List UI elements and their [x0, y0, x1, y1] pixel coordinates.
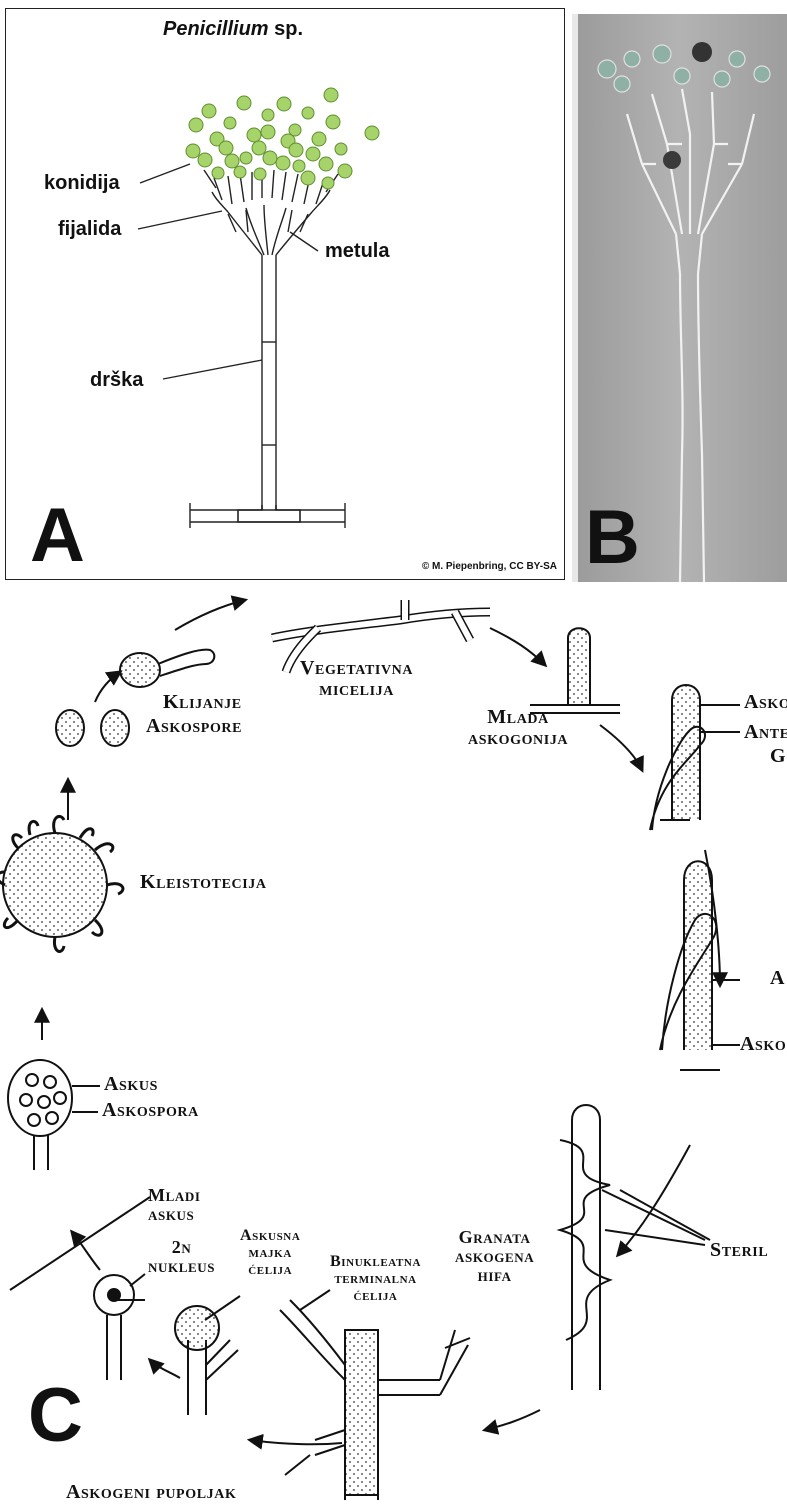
label-mlada: Mlada — [468, 707, 568, 728]
label-a-right: A — [770, 968, 785, 989]
label-askusna: Askusna — [240, 1228, 300, 1245]
label-vegetativna-line2: micelija — [300, 679, 413, 700]
label-nukleus: nukleus — [148, 1257, 215, 1276]
label-askogena: askogena — [455, 1247, 534, 1266]
label-hifa: hifa — [455, 1266, 534, 1285]
label-askospora: Askospora — [102, 1100, 199, 1121]
label-granata-askogena-hifa: Granata askogena hifa — [455, 1228, 534, 1285]
label-majka: majka — [240, 1245, 300, 1262]
label-terminalna: terminalna — [330, 1271, 421, 1288]
panel-c-letter: C — [28, 1378, 83, 1454]
label-binukleatna-terminalna-celija: Binukleatna terminalna ćelija — [330, 1254, 421, 1304]
label-ante: Ante — [744, 722, 787, 743]
label-mlada-askogonija: Mlada askogonija — [468, 707, 568, 749]
label-vegetativna: Vegetativna micelija — [300, 658, 413, 700]
label-askus2: askus — [148, 1205, 201, 1224]
label-celija2: ćelija — [330, 1288, 421, 1305]
label-binukleatna: Binukleatna — [330, 1254, 421, 1271]
label-asko-right: Asko — [740, 1034, 786, 1055]
label-mladi-askus: Mladi askus — [148, 1186, 201, 1224]
label-celija: ćelija — [240, 1262, 300, 1279]
label-askusna-majka-celija: Askusna majka ćelija — [240, 1228, 300, 1278]
label-klijanje: Klijanje — [163, 692, 242, 713]
label-askospore: Askospore — [146, 716, 242, 737]
label-asko-top: Asko — [744, 692, 787, 713]
label-granata: Granata — [455, 1228, 534, 1247]
label-mladi: Mladi — [148, 1186, 201, 1205]
label-kleistotecija: Kleistotecija — [140, 872, 267, 893]
label-g: G — [770, 746, 786, 767]
label-steril: Steril — [710, 1240, 768, 1261]
label-askus: Askus — [104, 1074, 158, 1095]
label-askogeni-pupoljak: Askogeni pupoljak — [66, 1482, 236, 1503]
label-vegetativna-line1: Vegetativna — [300, 658, 413, 679]
label-2n: 2n — [148, 1238, 215, 1257]
label-askogonija: askogonija — [468, 728, 568, 749]
label-2n-nukleus: 2n nukleus — [148, 1238, 215, 1276]
